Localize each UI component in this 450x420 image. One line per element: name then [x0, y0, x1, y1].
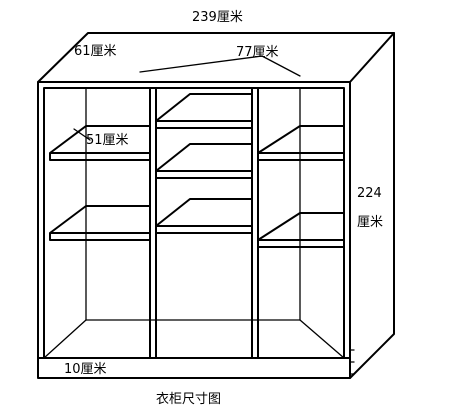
left-shelf-upper [49, 125, 151, 161]
section-width-leader-right [261, 55, 301, 77]
height-value-label: 224 [357, 186, 382, 201]
base-marker-ticks [349, 349, 355, 375]
depth-label: 61厘米 [74, 44, 117, 59]
shelf-gap-leader [73, 128, 91, 141]
middle-shelf-1 [155, 93, 253, 129]
right-shelf-lower [257, 212, 345, 248]
section-width-label: 77厘米 [236, 45, 279, 60]
right-shelf-upper [257, 125, 345, 161]
middle-shelf-3 [155, 198, 253, 234]
diagram-caption: 衣柜尺寸图 [156, 391, 221, 407]
width-label: 239厘米 [192, 10, 243, 25]
cabinet-right-side [349, 32, 395, 379]
back-corner-right [299, 319, 345, 359]
middle-shelf-2 [155, 143, 253, 179]
divider-left [149, 87, 191, 359]
section-width-leader-left [139, 55, 263, 73]
shelf-gap-label: 51厘米 [86, 133, 129, 148]
back-corner-left [43, 319, 87, 359]
divider-right [251, 87, 301, 359]
cabinet-front-frame [37, 81, 351, 379]
base-label: 10厘米 [64, 362, 107, 377]
height-unit-label: 厘米 [357, 215, 383, 230]
left-shelf-lower [49, 205, 151, 241]
